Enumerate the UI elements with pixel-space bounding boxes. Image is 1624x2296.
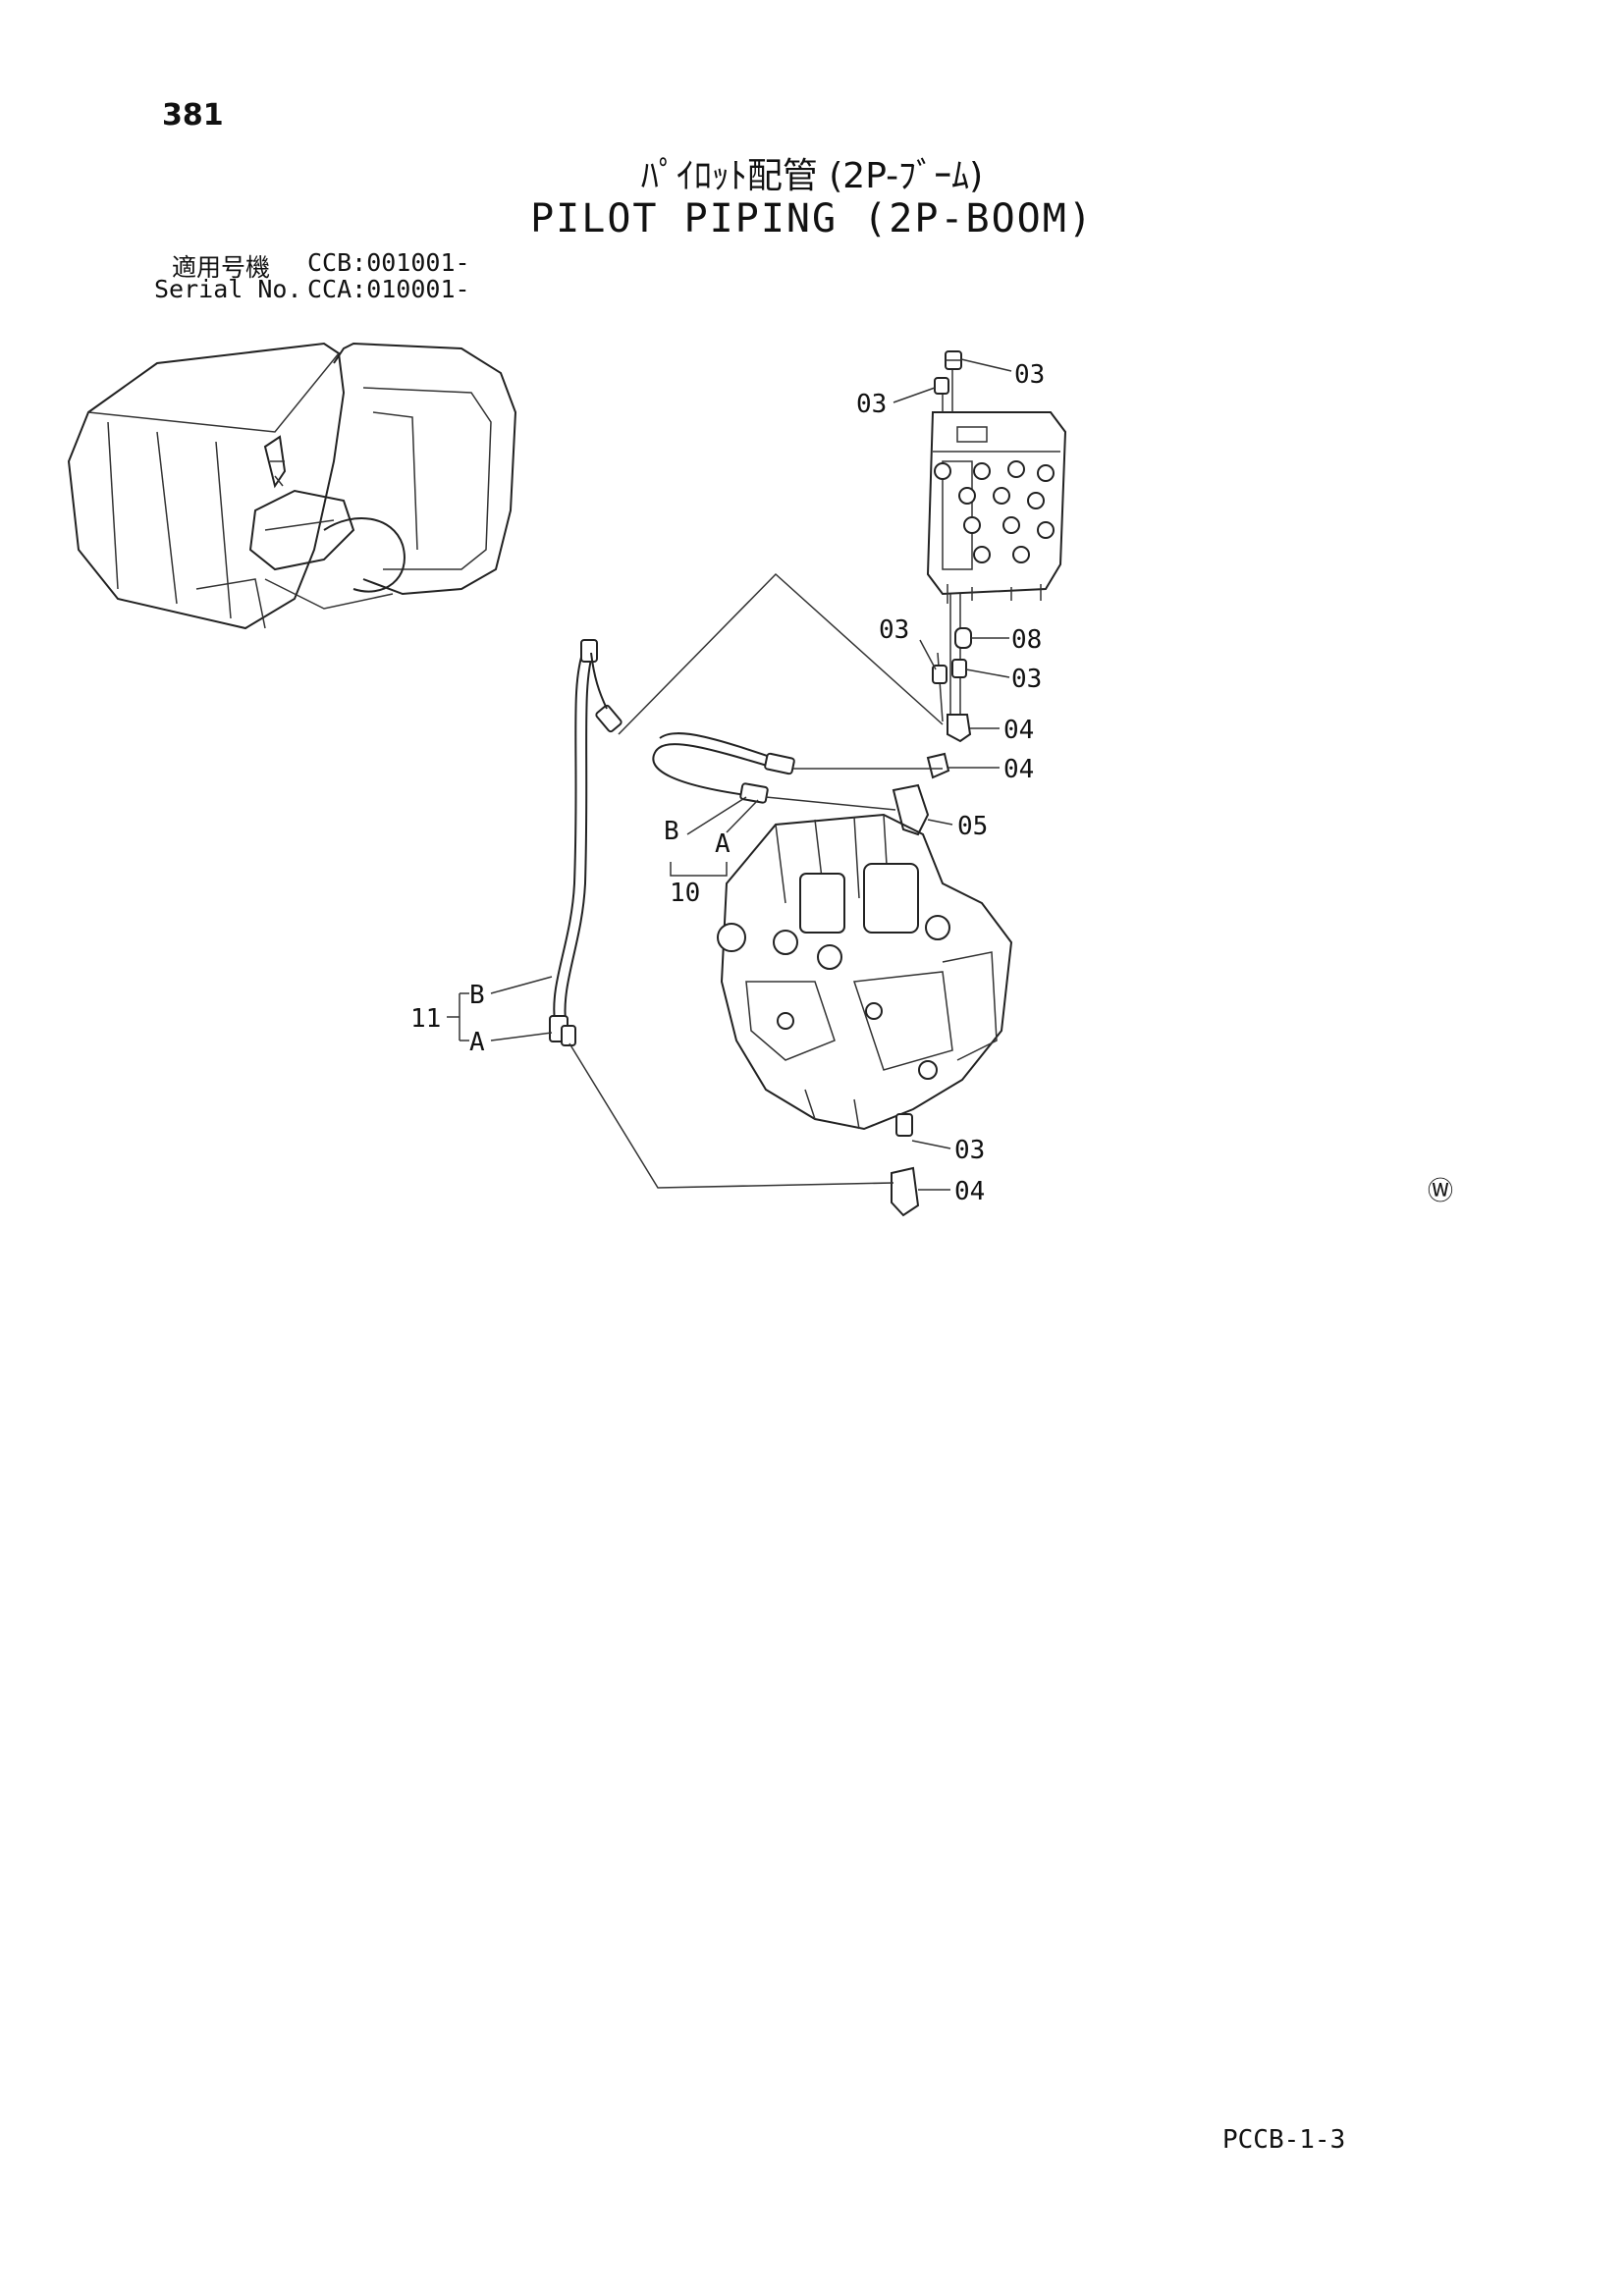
fitting-08 (954, 627, 972, 649)
leader-lines (447, 358, 1012, 1191)
hose-10 (652, 732, 943, 811)
hose-11-end-a: A (469, 1028, 485, 1057)
callout-03-mid-right: 03 (1011, 665, 1042, 694)
hose-11 (549, 572, 944, 1189)
callout-04-middle: 04 (1003, 755, 1034, 784)
fitting-04-upper (947, 714, 972, 743)
fitting-05 (892, 783, 930, 836)
callout-03-top-left: 03 (856, 390, 887, 419)
title-japanese: ﾊﾟｲﾛｯﾄ配管 (2P-ﾌﾞｰﾑ) (640, 156, 984, 196)
fitting-04-bottom (891, 1166, 920, 1217)
callout-03-top-right: 03 (1014, 360, 1045, 390)
serial-number-value: CCA:010001- (307, 275, 470, 303)
callout-08: 08 (1011, 625, 1042, 655)
callout-04-upper: 04 (1003, 716, 1034, 745)
footer-code: PCCB-1-3 (1222, 2125, 1346, 2155)
callout-04-bottom: 04 (954, 1177, 985, 1206)
fitting-03-top-left (934, 377, 949, 395)
w-mark: Ⓦ (1428, 1177, 1453, 1206)
fitting-03-top-right (945, 350, 962, 370)
hose-10-end-b: B (664, 817, 679, 846)
applicability-label: 適用号機 (172, 253, 271, 282)
hose-10-end-a: A (715, 829, 731, 859)
callout-10: 10 (670, 879, 700, 908)
excavator-overview (67, 342, 517, 630)
callout-03-bottom: 03 (954, 1136, 985, 1165)
callout-05: 05 (957, 812, 988, 841)
serial-number-label: Serial No. (154, 275, 302, 303)
control-valve (717, 813, 1013, 1131)
applicability-value: CCB:001001- (307, 248, 470, 277)
hose-11-end-b: B (469, 981, 485, 1010)
title-english: PILOT PIPING (2P-BOOM) (530, 196, 1094, 241)
page-number: 381 (162, 98, 224, 133)
fitting-04-middle (926, 752, 950, 779)
callout-11: 11 (410, 1004, 441, 1034)
fitting-03-bottom (895, 1113, 913, 1137)
pilot-lines (937, 368, 961, 722)
fitting-03-mid-left (932, 665, 947, 684)
callout-03-mid-left: 03 (879, 615, 909, 645)
fitting-03-mid-right (951, 659, 967, 678)
pilot-valve-block (926, 411, 1067, 604)
